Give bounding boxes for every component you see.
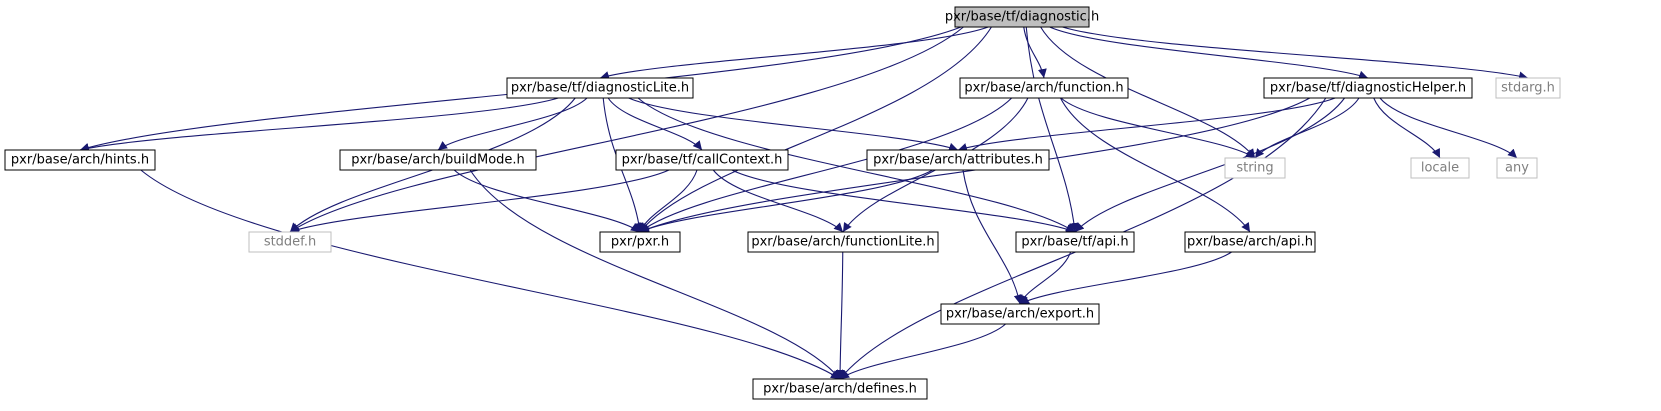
node-hints[interactable]: pxr/base/arch/hints.h [4, 149, 156, 171]
edge-archapi-to-export [1019, 251, 1232, 305]
node-box [1496, 157, 1538, 179]
edge-callContext-to-tfapi [731, 169, 1076, 233]
node-box [747, 231, 939, 253]
edge-diagnosticLite-to-callContext [607, 97, 703, 151]
node-label: pxr/base/tf/diagnosticLite.h [511, 81, 689, 96]
node-label: pxr/base/tf/callContext.h [622, 153, 783, 168]
node-diagnostic[interactable]: pxr/base/tf/diagnostic.h [945, 6, 1099, 28]
node-box [959, 77, 1129, 99]
node-box [1184, 231, 1316, 253]
node-stddef: stddef.h [248, 231, 332, 253]
node-label: string [1236, 161, 1273, 176]
node-label: stddef.h [264, 235, 316, 250]
node-export[interactable]: pxr/base/arch/export.h [940, 303, 1100, 325]
node-diagnosticHelper[interactable]: pxr/base/tf/diagnosticHelper.h [1263, 77, 1473, 99]
node-callContext[interactable]: pxr/base/tf/callContext.h [615, 149, 789, 171]
node-label: pxr/base/arch/hints.h [11, 153, 149, 168]
node-pxr[interactable]: pxr/pxr.h [599, 231, 681, 253]
edge-diagnosticHelper-to-attributes [957, 97, 1336, 152]
edge-diagnosticHelper-to-tfapi [1074, 97, 1346, 233]
node-box [248, 231, 332, 253]
node-stdarg: stdarg.h [1495, 77, 1561, 99]
edge-diagnostic-to-diagnosticHelper [1049, 26, 1369, 80]
node-label: pxr/base/arch/functionLite.h [751, 235, 934, 250]
node-function[interactable]: pxr/base/arch/function.h [959, 77, 1129, 99]
node-label: stdarg.h [1501, 81, 1555, 96]
edge-functionLite-to-defines [835, 251, 845, 380]
node-label: pxr/pxr.h [611, 235, 669, 250]
node-box [599, 231, 681, 253]
edge-diagnosticHelper-to-string [1254, 97, 1360, 159]
edge-function-to-pxr [639, 97, 1013, 233]
node-attributes[interactable]: pxr/base/arch/attributes.h [866, 149, 1050, 171]
node-box [1224, 157, 1286, 179]
edge-diagnosticLite-to-buildMode [437, 97, 588, 151]
node-label: pxr/base/arch/buildMode.h [351, 153, 525, 168]
node-any: any [1496, 157, 1538, 179]
edge-diagnostic-to-function [1023, 26, 1047, 79]
node-functionLite[interactable]: pxr/base/arch/functionLite.h [747, 231, 939, 253]
edge-buildMode-to-pxr [453, 169, 641, 233]
node-label: pxr/base/arch/defines.h [763, 382, 917, 397]
node-box [940, 303, 1100, 325]
node-box [339, 149, 537, 171]
node-box [752, 378, 928, 400]
node-tfapi[interactable]: pxr/base/tf/api.h [1015, 231, 1135, 253]
edge-diagnosticHelper-to-locale [1373, 97, 1441, 159]
node-defines[interactable]: pxr/base/arch/defines.h [752, 378, 928, 400]
edge-function-to-string [1060, 97, 1256, 159]
node-box [866, 149, 1050, 171]
edge-diagnosticLite-to-attributes [628, 97, 959, 152]
edge-callContext-to-functionLite [712, 169, 844, 233]
node-label: pxr/base/tf/diagnosticHelper.h [1270, 81, 1466, 96]
node-label: any [1505, 161, 1529, 176]
edge-diagnosticLite-to-tfapi [637, 97, 1076, 233]
edge-tfapi-to-export [1019, 251, 1072, 305]
node-locale: locale [1410, 157, 1470, 179]
edge-diagnosticHelper-to-any [1379, 97, 1518, 159]
node-box [1410, 157, 1470, 179]
nodes-layer: pxr/base/tf/diagnostic.h pxr/base/tf/diag… [4, 6, 1561, 400]
edge-function-to-archapi [1059, 97, 1251, 233]
edge-diagnostic-to-stdarg [1062, 26, 1529, 81]
edge-diagnostic-to-diagnosticLite [599, 26, 989, 80]
edge-attributes-to-export [962, 169, 1023, 305]
node-box [954, 6, 1090, 28]
node-box [1495, 77, 1561, 99]
edge-diagnostic-to-tfapi [1025, 26, 1079, 233]
edge-diagnostic-to-pxr [639, 26, 992, 233]
node-label: locale [1421, 161, 1459, 176]
node-box [506, 77, 694, 99]
node-box [615, 149, 789, 171]
node-buildMode[interactable]: pxr/base/arch/buildMode.h [339, 149, 537, 171]
edge-attributes-to-pxr [639, 169, 933, 233]
node-label: pxr/base/tf/api.h [1021, 235, 1128, 250]
node-string: string [1224, 157, 1286, 179]
node-diagnosticLite[interactable]: pxr/base/tf/diagnosticLite.h [506, 77, 694, 99]
node-archapi[interactable]: pxr/base/arch/api.h [1184, 231, 1316, 253]
node-box [1015, 231, 1135, 253]
node-label: pxr/base/arch/api.h [1187, 235, 1313, 250]
edge-buildMode-to-defines [469, 169, 841, 380]
node-label: pxr/base/arch/export.h [946, 307, 1094, 322]
edge-diagnostic-to-string [1040, 26, 1256, 159]
node-box [4, 149, 156, 171]
node-box [1263, 77, 1473, 99]
edge-hints-to-defines [140, 169, 841, 380]
edge-diagnosticLite-to-hints [79, 97, 559, 153]
edge-export-to-defines [839, 323, 1006, 380]
node-label: pxr/base/tf/diagnostic.h [945, 10, 1099, 25]
edge-callContext-to-stddef [289, 169, 670, 234]
node-label: pxr/base/arch/attributes.h [873, 153, 1043, 168]
node-label: pxr/base/arch/function.h [964, 81, 1123, 96]
edge-diagnostic-to-stddef [289, 26, 964, 233]
